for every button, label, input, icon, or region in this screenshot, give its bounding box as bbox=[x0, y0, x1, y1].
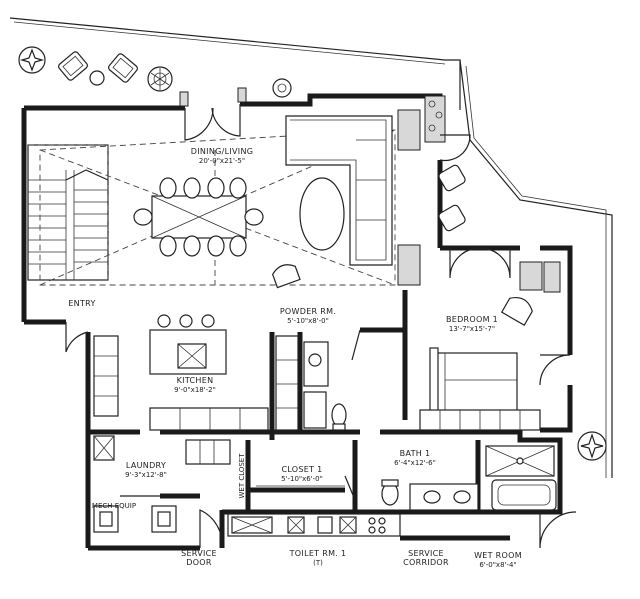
interior-walls bbox=[90, 290, 520, 512]
closet-fixtures bbox=[256, 475, 356, 501]
doors bbox=[65, 87, 571, 549]
room-labels: DINING/LIVING 20'-0"x21'-5" ENTRY POWDER… bbox=[68, 147, 522, 569]
laundry-label: LAUNDRY bbox=[126, 461, 166, 470]
service-corridor-label: SERVICE bbox=[408, 549, 444, 558]
kitchen-fixtures bbox=[93, 314, 299, 465]
armchair-icon bbox=[272, 264, 301, 289]
stairs bbox=[27, 144, 109, 281]
lounge-chair-icon bbox=[58, 51, 88, 81]
entry-label: ENTRY bbox=[68, 299, 95, 308]
lounge-chair-icon bbox=[438, 164, 466, 192]
closet-dims: 5'-10"x6'-0" bbox=[281, 475, 323, 483]
wet-room-label: WET ROOM bbox=[474, 551, 522, 560]
bath-fixtures bbox=[381, 445, 557, 511]
plant-icon bbox=[18, 46, 46, 74]
laundry-fixtures bbox=[93, 435, 177, 533]
service-counters bbox=[227, 511, 577, 549]
service-door-sub: DOOR bbox=[186, 558, 212, 567]
dining-living-dims: 20'-0"x21'-5" bbox=[199, 157, 245, 165]
powder-rm-dims: 5'-10"x8'-0" bbox=[287, 317, 329, 325]
dining-table bbox=[133, 177, 264, 257]
plant-icon bbox=[577, 431, 607, 461]
bedroom-label: BEDROOM 1 bbox=[446, 315, 498, 324]
kitchen-dims: 9'-0"x18'-2" bbox=[174, 386, 216, 394]
toilet-rm-sub: (T) bbox=[313, 559, 323, 567]
terrace-furniture bbox=[18, 46, 607, 461]
bedroom-fixtures bbox=[419, 261, 561, 431]
wet-room-dims: 6'-0"x8'-4" bbox=[479, 561, 516, 569]
coffee-table bbox=[299, 177, 345, 251]
plant-icon bbox=[272, 78, 292, 98]
living-furniture bbox=[133, 109, 421, 289]
service-corridor-sub: CORRIDOR bbox=[403, 558, 449, 567]
powder-rm-label: POWDER RM. bbox=[280, 307, 336, 316]
bath-label: BATH 1 bbox=[400, 449, 431, 458]
bedroom-dims: 13'-7"x15'-7" bbox=[449, 325, 495, 333]
side-table-icon bbox=[89, 70, 105, 86]
powder-fixtures bbox=[303, 329, 361, 431]
wet-closet-label: WET CLOSET bbox=[238, 453, 246, 499]
laundry-dims: 9'-3"x12'-8" bbox=[125, 471, 167, 479]
mech-label: MECH EQUIP bbox=[92, 502, 136, 510]
kitchen-label: KITCHEN bbox=[177, 376, 214, 385]
exterior-walls bbox=[21, 93, 573, 551]
service-door-label: SERVICE bbox=[181, 549, 217, 558]
lounge-chair-icon bbox=[108, 53, 138, 83]
closet-label: CLOSET 1 bbox=[281, 465, 322, 474]
toilet-rm-label: TOILET RM. 1 bbox=[289, 549, 347, 558]
bath-dims: 6'-4"x12'-6" bbox=[394, 459, 436, 467]
dining-living-label: DINING/LIVING bbox=[191, 147, 253, 156]
planter-icon bbox=[424, 95, 446, 143]
plant-icon bbox=[147, 66, 173, 92]
lounge-chair-icon bbox=[438, 204, 466, 232]
